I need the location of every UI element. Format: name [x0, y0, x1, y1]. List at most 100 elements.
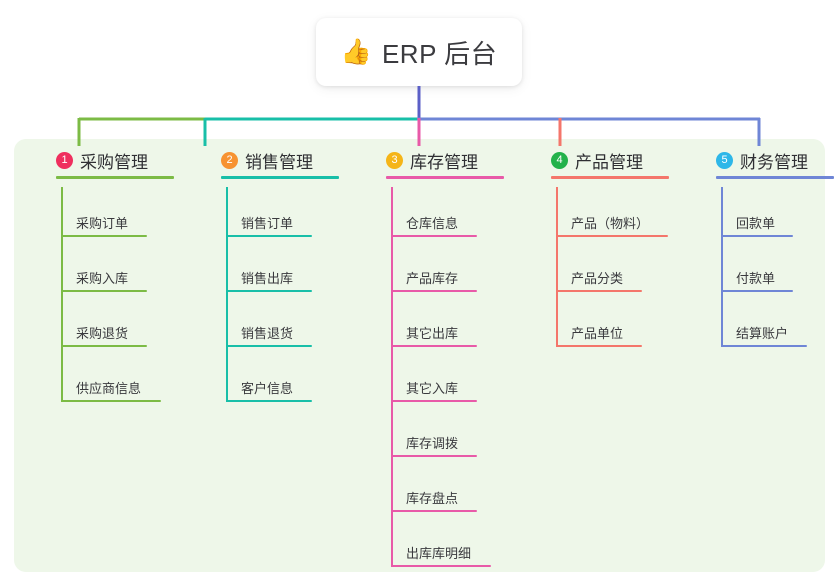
leaf-item-label: 供应商信息 [76, 381, 142, 396]
branch-header-5[interactable]: 5 财务管理 [690, 143, 834, 179]
root-title: ERP 后台 [381, 38, 498, 69]
leaf-item-underline [61, 290, 147, 292]
leaf-item[interactable]: 供应商信息 [30, 352, 161, 407]
leaf-spine-line [61, 187, 63, 402]
leaf-item-label: 采购退货 [76, 326, 129, 341]
leaf-item[interactable]: 销售退货 [195, 297, 313, 352]
leaf-item-underline [61, 345, 147, 347]
leaf-item[interactable]: 销售订单 [195, 187, 313, 242]
branch-header-underline [716, 176, 834, 179]
leaf-item[interactable]: 采购订单 [30, 187, 148, 242]
leaf-list: 回款单付款单结算账户 [690, 187, 808, 352]
branch-header-underline [386, 176, 504, 179]
leaf-item[interactable]: 其它入库 [360, 352, 478, 407]
leaf-item-underline [391, 290, 477, 292]
branch-title: 销售管理 [245, 152, 313, 172]
leaf-item-underline [226, 400, 312, 402]
branch-header-underline [56, 176, 174, 179]
leaf-item[interactable]: 采购退货 [30, 297, 148, 352]
branch-number-badge: 2 [221, 151, 238, 169]
branch-title: 产品管理 [575, 152, 643, 172]
leaf-list: 销售订单销售出库销售退货客户信息 [195, 187, 313, 407]
branch-header-underline [551, 176, 669, 179]
leaf-item-underline [391, 510, 477, 512]
leaf-item-underline [721, 290, 793, 292]
leaf-item[interactable]: 产品（物料） [525, 187, 668, 242]
leaf-item-underline [226, 290, 312, 292]
branch-header-2[interactable]: 2 销售管理 [195, 143, 339, 179]
leaf-item[interactable]: 采购入库 [30, 242, 148, 297]
leaf-item[interactable]: 产品库存 [360, 242, 478, 297]
branch-title: 采购管理 [80, 152, 148, 172]
leaf-item[interactable]: 其它出库 [360, 297, 478, 352]
leaf-item-label: 库存盘点 [406, 491, 459, 506]
leaf-item-label: 库存调拨 [406, 436, 459, 451]
branch-title: 库存管理 [410, 152, 478, 172]
leaf-item[interactable]: 库存调拨 [360, 407, 478, 462]
branch-column-5: 5 财务管理回款单付款单结算账户 [690, 143, 834, 352]
leaf-item[interactable]: 产品分类 [525, 242, 643, 297]
branch-title: 财务管理 [740, 152, 808, 172]
leaf-item[interactable]: 出库库明细 [360, 517, 491, 572]
leaf-list: 采购订单采购入库采购退货供应商信息 [30, 187, 161, 407]
leaf-item-label: 结算账户 [736, 326, 789, 341]
branch-header-3[interactable]: 3 库存管理 [360, 143, 504, 179]
leaf-item-label: 仓库信息 [406, 216, 459, 231]
leaf-item-label: 产品单位 [571, 326, 624, 341]
leaf-spine-line [721, 187, 723, 347]
leaf-item[interactable]: 回款单 [690, 187, 808, 242]
leaf-item-underline [556, 235, 668, 237]
leaf-item-label: 出库库明细 [406, 546, 472, 561]
leaf-item-underline [61, 400, 161, 402]
branch-header-underline [221, 176, 339, 179]
leaf-item-label: 销售订单 [241, 216, 294, 231]
leaf-item-underline [556, 345, 642, 347]
branch-number-badge: 4 [551, 151, 568, 169]
leaf-item-label: 回款单 [736, 216, 776, 231]
leaf-item-label: 销售出库 [241, 271, 294, 286]
leaf-item-underline [556, 290, 642, 292]
leaf-spine-line [391, 187, 393, 567]
leaf-item-label: 付款单 [736, 271, 776, 286]
leaf-spine-line [226, 187, 228, 402]
leaf-item-underline [391, 400, 477, 402]
branch-header-4[interactable]: 4 产品管理 [525, 143, 669, 179]
branch-number-badge: 3 [386, 151, 403, 169]
thumbs-up-icon: 👍 [340, 37, 372, 66]
leaf-item[interactable]: 产品单位 [525, 297, 643, 352]
leaf-item-label: 采购入库 [76, 271, 129, 286]
diagram-panel [14, 139, 825, 572]
leaf-item-underline [391, 565, 491, 567]
leaf-item[interactable]: 仓库信息 [360, 187, 478, 242]
leaf-item-label: 产品分类 [571, 271, 624, 286]
leaf-item-label: 客户信息 [241, 381, 294, 396]
leaf-item-label: 采购订单 [76, 216, 129, 231]
leaf-item-label: 销售退货 [241, 326, 294, 341]
leaf-spine-line [556, 187, 558, 347]
leaf-item[interactable]: 销售出库 [195, 242, 313, 297]
leaf-item[interactable]: 库存盘点 [360, 462, 478, 517]
leaf-list: 产品（物料） 产品分类产品单位 [525, 187, 668, 352]
leaf-item[interactable]: 付款单 [690, 242, 808, 297]
leaf-item-underline [391, 235, 477, 237]
branch-column-2: 2 销售管理销售订单销售出库销售退货客户信息 [195, 143, 339, 407]
leaf-list: 仓库信息产品库存其它出库其它入库库存调拨库存盘点出库库明细 [360, 187, 491, 572]
leaf-item-underline [61, 235, 147, 237]
leaf-item-underline [391, 345, 477, 347]
branch-number-badge: 5 [716, 151, 733, 169]
leaf-item-underline [226, 235, 312, 237]
leaf-item-underline [391, 455, 477, 457]
root-node-card[interactable]: 👍 ERP 后台 [316, 18, 522, 86]
leaf-item-label: 其它入库 [406, 381, 459, 396]
leaf-item-underline [226, 345, 312, 347]
leaf-item-label: 其它出库 [406, 326, 459, 341]
leaf-item-underline [721, 235, 793, 237]
leaf-item[interactable]: 客户信息 [195, 352, 313, 407]
leaf-item-label: 产品（物料） [571, 216, 650, 231]
leaf-item-underline [721, 345, 807, 347]
branch-column-4: 4 产品管理产品（物料） 产品分类产品单位 [525, 143, 669, 352]
leaf-item-label: 产品库存 [406, 271, 459, 286]
leaf-item[interactable]: 结算账户 [690, 297, 808, 352]
